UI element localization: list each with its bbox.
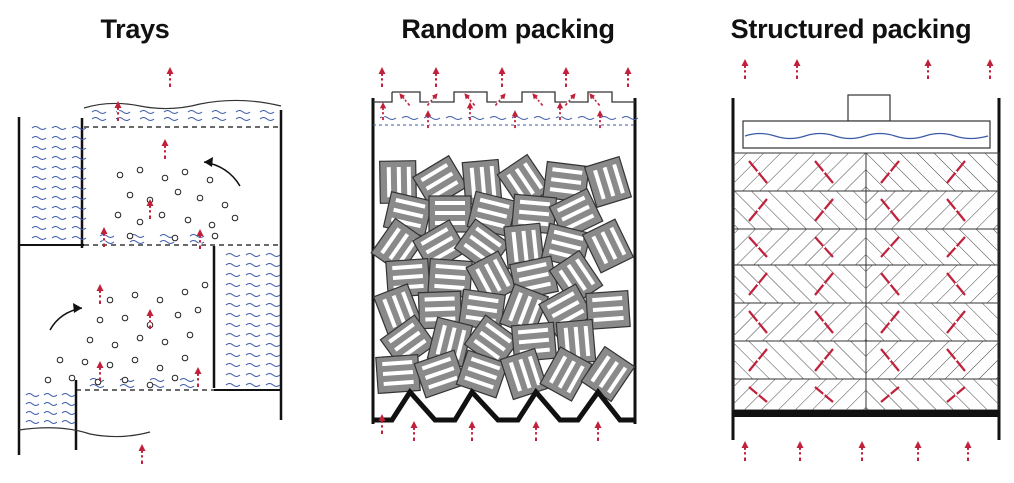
structured-packing-layer (865, 378, 1000, 411)
curved-flow-arrow-icon (49, 307, 83, 331)
trays-liquid-surface (83, 99, 282, 110)
vapor-arrow-icon (377, 66, 387, 88)
vapor-arrow-icon (424, 90, 441, 109)
vapor-arrow-icon (562, 90, 579, 109)
vapor-arrow-icon (423, 109, 433, 130)
vapor-arrow-icon (377, 413, 387, 435)
vapor-arrow-icon (963, 440, 973, 462)
random-packing-ring-icon (370, 153, 636, 403)
structured-packing-layer (865, 228, 1000, 266)
vapor-arrow-icon (396, 90, 413, 109)
structured-packing-layer (865, 190, 1000, 230)
vapor-arrow-icon (492, 90, 509, 109)
structured-packing-layer (732, 302, 867, 342)
vapor-arrow-icon (160, 138, 170, 160)
vapor-arrow-icon (795, 440, 805, 462)
bubble-icon (44, 166, 239, 389)
vapor-arrow-icon (561, 66, 571, 88)
structured-packing-column (731, 58, 1001, 462)
structured-packing-layers (732, 152, 1000, 411)
trays-title: Trays (100, 14, 170, 44)
vapor-arrow-icon (165, 66, 175, 88)
structured-packing-layer (865, 152, 1000, 192)
vapor-arrow-icon (465, 101, 475, 121)
vapor-arrow-icon (99, 226, 109, 248)
vapor-arrow-icon (792, 58, 802, 80)
structured-packing-layer (732, 152, 867, 192)
random-packing-title: Random packing (401, 14, 615, 44)
vapor-arrow-icon (623, 66, 633, 88)
structured-packing-layer (732, 340, 867, 380)
vapor-arrow-icon (857, 440, 867, 462)
vapor-arrow-icon (531, 420, 541, 442)
vapor-arrow-icon (467, 420, 477, 442)
structured-packing-layer (732, 264, 867, 304)
structured-packing-layer (865, 264, 1000, 304)
vapor-arrow-icon (137, 443, 147, 465)
vapor-arrow-icon (740, 58, 750, 80)
vapor-arrow-icon (193, 366, 203, 388)
vapor-arrow-icon (409, 420, 419, 442)
structured-packing-title: Structured packing (730, 14, 972, 44)
vapor-arrow-icon (195, 228, 205, 250)
vapor-arrow-icon (913, 440, 923, 462)
packing-support-grid (373, 387, 635, 423)
vapor-arrow-icon (740, 440, 750, 462)
random-packing-column (370, 66, 639, 442)
vapor-arrow-icon (431, 66, 441, 88)
vapor-arrow-icon (497, 66, 507, 88)
distributor-box (847, 94, 891, 122)
vapor-arrow-icon (985, 58, 995, 80)
structured-support-plate (733, 410, 999, 417)
vapor-arrow-icon (923, 58, 933, 80)
trays-liquid-ripples (25, 110, 281, 424)
vapor-arrow-icon (529, 90, 546, 109)
liquid-distributor-tray (742, 120, 991, 149)
structured-packing-layer (732, 190, 867, 230)
trays-column (17, 66, 283, 465)
structured-packing-layer (865, 302, 1000, 342)
liquid-distributor (373, 91, 635, 103)
vapor-arrow-icon (586, 90, 603, 109)
random-packing-ring-icon (375, 353, 421, 395)
structured-packing-layer (865, 340, 1000, 380)
structured-packing-layer (732, 378, 867, 411)
vapor-arrow-icon (95, 360, 105, 382)
structured-packing-layer (732, 228, 867, 266)
random-liquid-ripples (379, 116, 639, 120)
vapor-arrow-icon (95, 283, 105, 305)
vapor-arrow-icon (593, 420, 603, 442)
